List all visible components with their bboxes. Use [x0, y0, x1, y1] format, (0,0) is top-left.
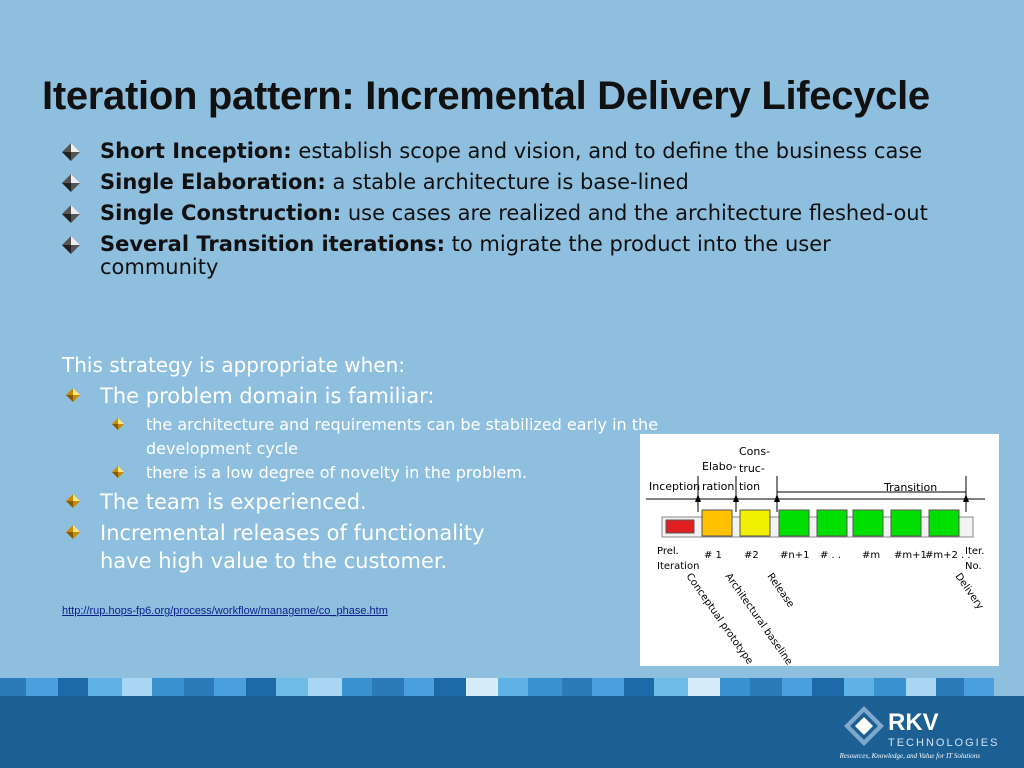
- iteration-box-m: [852, 509, 884, 537]
- iteration-label-prel: Iteration: [657, 561, 699, 572]
- bullet-inception: Short Inception: establish scope and vis…: [62, 140, 942, 163]
- iteration-axis-label: Iter.: [965, 546, 984, 557]
- strategy-text: The problem domain is familiar:: [100, 384, 435, 408]
- iteration-label-1: # 1: [704, 550, 722, 561]
- strategy-item-releases: Incremental releases of functionality: [62, 519, 682, 547]
- iteration-box-2: [739, 509, 771, 537]
- milestone-arrow: [963, 494, 969, 502]
- footer-tagline: Resources, Knowledge, and Value for IT S…: [839, 752, 980, 760]
- strategy-subitem-novelty: there is a low degree of novelty in the …: [108, 461, 666, 485]
- bullet-term: Single Construction:: [100, 201, 342, 225]
- phase-label-construction: tion: [739, 480, 760, 493]
- bullet-elaboration: Single Elaboration: a stable architectur…: [62, 171, 942, 194]
- iteration-label-dots: # . .: [820, 550, 841, 561]
- gold-diamond-icon: [66, 494, 80, 508]
- bullet-text: to migrate the product into the user com…: [100, 232, 831, 279]
- bullet-text: establish scope and vision, and to defin…: [291, 139, 923, 163]
- gold-diamond-icon: [66, 525, 80, 539]
- bullet-construction: Single Construction: use cases are reali…: [62, 202, 942, 225]
- strategy-item-team: The team is experienced.: [62, 488, 682, 516]
- strategy-text: the architecture and requirements can be…: [146, 415, 659, 458]
- phase-label-elaboration: ration: [702, 480, 734, 493]
- source-link[interactable]: http://rup.hops-fp6.org/process/workflow…: [62, 605, 388, 617]
- strategy-subitem-stabilized: the architecture and requirements can be…: [108, 413, 666, 461]
- iteration-label-m1: #m+1: [894, 550, 927, 561]
- phase-label-transition: Transition: [883, 481, 937, 494]
- iteration-axis-label: No.: [965, 561, 982, 572]
- iteration-label-m2: #m+2 . .: [925, 550, 971, 561]
- strategy-item-domain: The problem domain is familiar:: [62, 382, 682, 410]
- logo-subtitle: TECHNOLOGIES: [888, 737, 999, 749]
- gold-diamond-icon: [66, 388, 80, 402]
- milestone-release: Release: [765, 571, 796, 609]
- iteration-box-1: [701, 509, 733, 537]
- gold-diamond-icon: [112, 466, 124, 478]
- phase-label-elaboration: Elabo-: [702, 460, 737, 473]
- strategy-text-continued: have high value to the customer.: [100, 549, 448, 573]
- bullet-text: use cases are realized and the architect…: [341, 201, 928, 225]
- gold-diamond-icon: [112, 418, 124, 430]
- strategy-text: The team is experienced.: [100, 490, 367, 514]
- milestone-arrow: [695, 494, 701, 502]
- logo-name: RKV: [888, 709, 939, 736]
- bullet-text: a stable architecture is base-lined: [325, 170, 689, 194]
- iteration-label-prel: Prel.: [657, 546, 679, 557]
- lifecycle-diagram: Inception Elabo- ration Cons- truc- tion…: [640, 434, 999, 667]
- iteration-box-prel: [665, 519, 695, 534]
- phase-bullet-list: Short Inception: establish scope and vis…: [62, 140, 942, 287]
- strategy-intro: This strategy is appropriate when:: [62, 353, 405, 377]
- phase-label-inception: Inception: [649, 480, 700, 493]
- slide-title: Iteration pattern: Incremental Delivery …: [42, 74, 930, 118]
- phase-label-construction: Cons-: [739, 445, 770, 458]
- diamond-bullet-icon: [62, 174, 80, 192]
- bullet-transition: Several Transition iterations: to migrat…: [62, 233, 942, 279]
- milestone-arrow: [733, 494, 739, 502]
- iteration-box-m2: [928, 509, 960, 537]
- lifecycle-diagram-svg: Inception Elabo- ration Cons- truc- tion…: [646, 445, 986, 667]
- milestone-arrow: [774, 494, 780, 502]
- diamond-bullet-icon: [62, 236, 80, 254]
- iteration-label-m: #m: [862, 550, 880, 561]
- strategy-text: there is a low degree of novelty in the …: [146, 463, 528, 482]
- iteration-box-n1: [778, 509, 810, 537]
- iteration-box-dots: [816, 509, 848, 537]
- decorative-stripe: [0, 678, 1024, 696]
- milestone-conceptual-prototype: Conceptual prototype: [684, 571, 755, 666]
- bullet-term: Single Elaboration:: [100, 170, 326, 194]
- phase-label-construction: truc-: [739, 462, 765, 475]
- iteration-label-n1: #n+1: [780, 550, 809, 561]
- iteration-box-m1: [890, 509, 922, 537]
- iteration-label-2: #2: [744, 550, 759, 561]
- rkv-logo: RKV TECHNOLOGIES: [844, 706, 999, 749]
- diamond-bullet-icon: [62, 143, 80, 161]
- strategy-text: Incremental releases of functionality: [100, 521, 485, 545]
- diamond-bullet-icon: [62, 205, 80, 223]
- strategy-section: This strategy is appropriate when: The p…: [62, 352, 682, 575]
- milestone-delivery: Delivery: [953, 571, 986, 611]
- bullet-term: Short Inception:: [100, 139, 292, 163]
- bullet-term: Several Transition iterations:: [100, 232, 445, 256]
